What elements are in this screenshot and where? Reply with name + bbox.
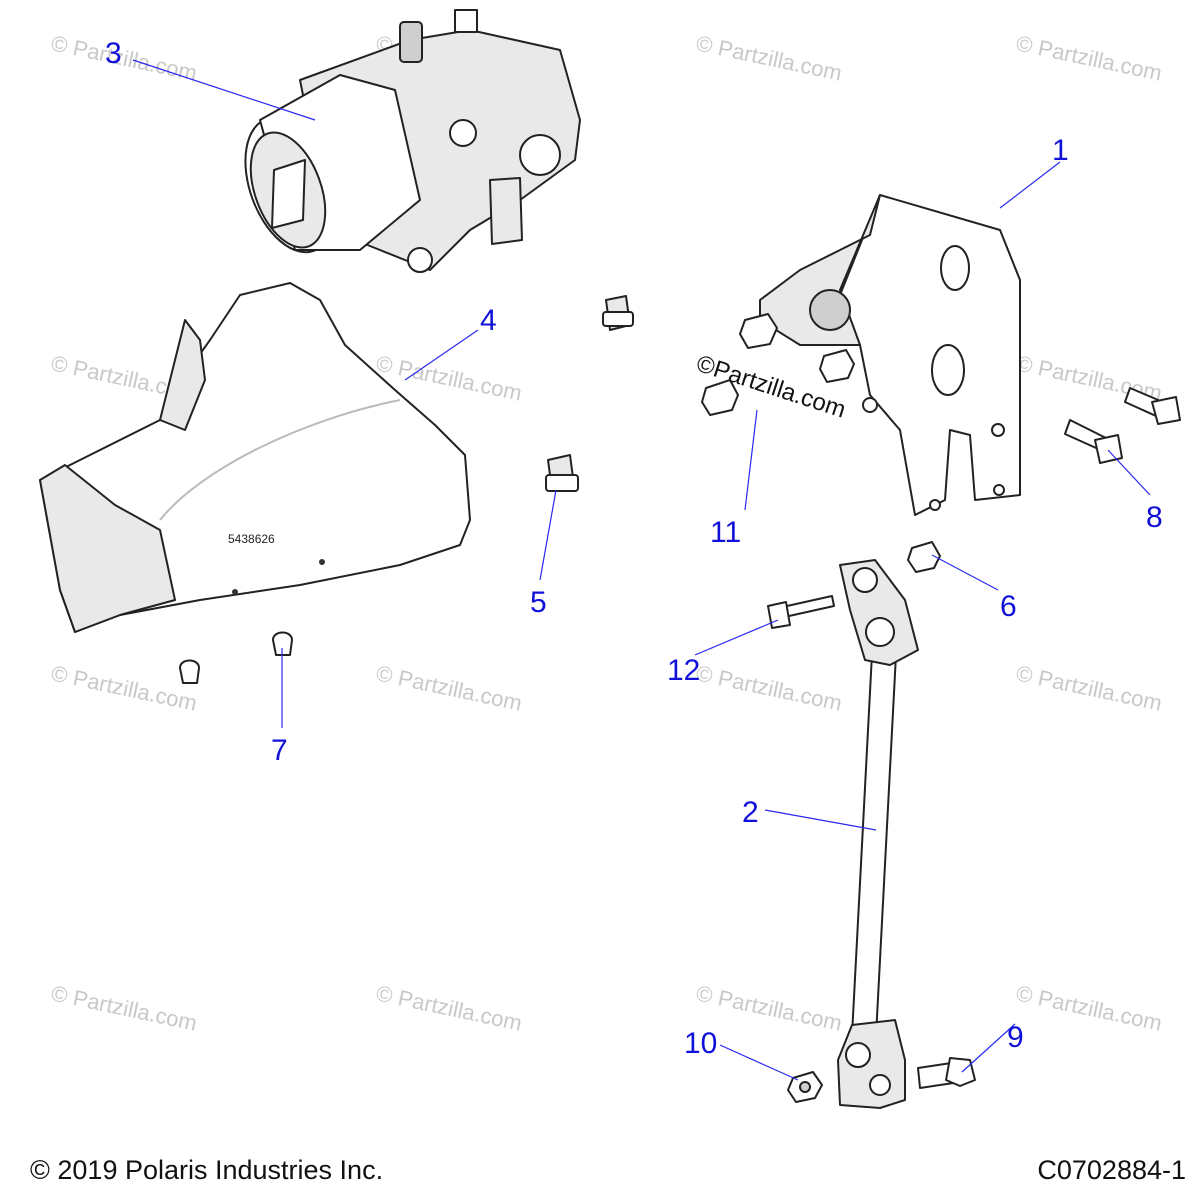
callout-1[interactable]: 1 [1052, 134, 1069, 167]
watermark: © Partzilla.com [49, 980, 199, 1035]
callout-9[interactable]: 9 [1007, 1021, 1024, 1054]
callout-2[interactable]: 2 [742, 796, 759, 829]
watermark: © Partzilla.com [1014, 660, 1164, 715]
callout-8[interactable]: 8 [1146, 501, 1163, 534]
callout-12[interactable]: 12 [667, 654, 700, 687]
part-9-bolt[interactable] [917, 1057, 976, 1089]
copyright-notice: © 2019 Polaris Industries Inc. [30, 1155, 384, 1185]
part-3-gearbox[interactable] [228, 9, 581, 273]
part-number-stamp: 5438626 [228, 532, 275, 546]
part-12-bolt[interactable] [767, 595, 835, 629]
callout-10[interactable]: 10 [684, 1027, 717, 1060]
part-1-bracket[interactable] [759, 194, 1021, 516]
watermark: © Partzilla.com [374, 660, 524, 715]
watermark: © Partzilla.com [374, 980, 524, 1035]
part-5-bolts[interactable] [545, 295, 634, 492]
watermark: © Partzilla.com [1014, 980, 1164, 1035]
watermark: © Partzilla.com [49, 30, 199, 85]
callouts: 1 2 3 4 5 6 7 8 9 10 11 12 [105, 37, 1163, 1060]
callout-3[interactable]: 3 [105, 37, 122, 70]
part-11-nuts[interactable] [701, 313, 855, 416]
part-7-clips[interactable] [179, 631, 293, 684]
callout-6[interactable]: 6 [1000, 590, 1017, 623]
watermark: © Partzilla.com [49, 660, 199, 715]
callout-4[interactable]: 4 [480, 304, 497, 337]
part-6-nut[interactable] [907, 541, 941, 573]
part-8-bolts[interactable] [1064, 387, 1181, 464]
drawing-code: C0702884-1 [1037, 1155, 1186, 1185]
part-2-shaft[interactable] [837, 559, 919, 1109]
part-4-shield[interactable]: 5438626 [39, 282, 471, 633]
callout-7[interactable]: 7 [271, 734, 288, 767]
watermark: © Partzilla.com [1014, 30, 1164, 85]
part-10-nut[interactable] [787, 1071, 823, 1103]
callout-5[interactable]: 5 [530, 586, 547, 619]
leader-lines [132, 59, 1151, 1081]
callout-11[interactable]: 11 [710, 516, 741, 549]
watermark: © Partzilla.com [694, 30, 844, 85]
watermark: © Partzilla.com [694, 660, 844, 715]
